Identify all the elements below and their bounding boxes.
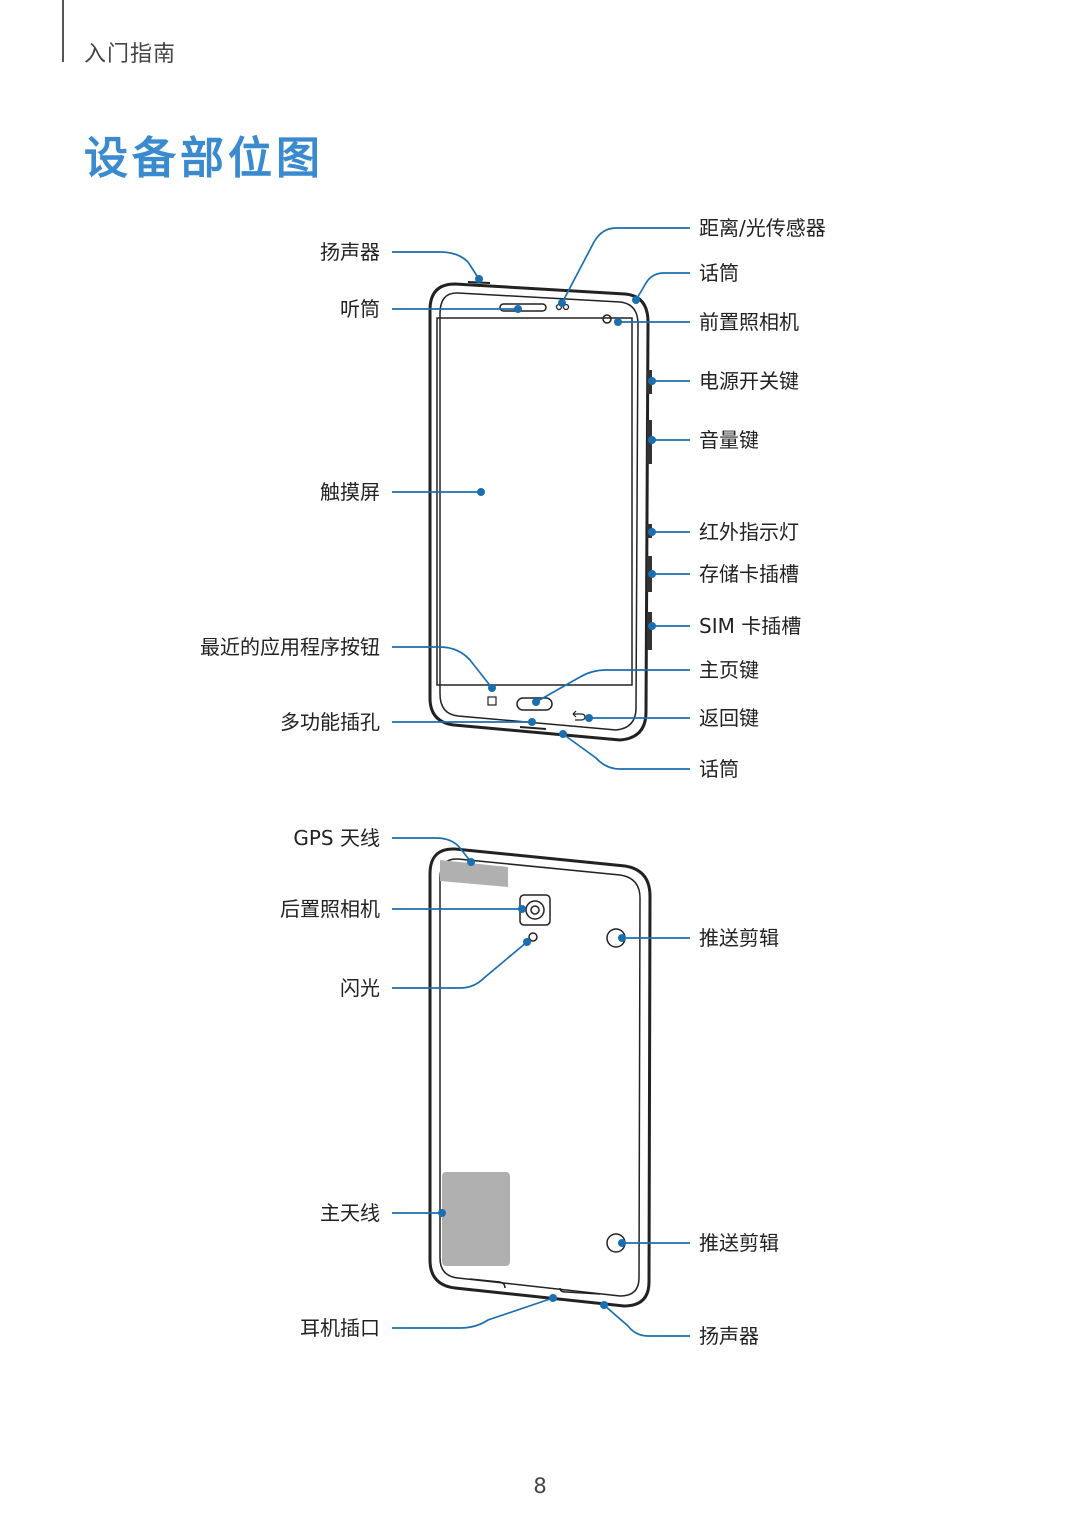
front-screen [436,317,633,686]
label-microphone-bottom: 话筒 [699,757,739,781]
page-title: 设备部位图 [84,133,324,184]
label-earpiece: 听筒 [340,297,380,321]
label-recent-apps-button: 最近的应用程序按钮 [200,635,380,659]
back-callouts [392,837,690,1337]
label-power-key: 电源开关键 [699,369,799,393]
label-flash: 闪光 [340,976,380,1000]
front-device [428,281,652,742]
label-rear-speaker: 扬声器 [699,1324,759,1348]
front-callouts [392,227,690,770]
label-microphone-top: 话筒 [699,261,739,285]
label-memory-card-slot: 存储卡插槽 [699,562,799,586]
label-multipurpose-jack: 多功能插孔 [280,710,380,734]
label-main-antenna: 主天线 [320,1201,380,1225]
label-volume-key: 音量键 [699,428,759,452]
header-edge-line [62,0,64,62]
back-device [428,847,652,1308]
label-back-key: 返回键 [699,706,759,730]
label-proximity-light-sensor: 距离/光传感器 [699,216,826,240]
label-touchscreen: 触摸屏 [320,480,380,504]
label-headset-jack: 耳机插口 [300,1316,380,1340]
label-home-key: 主页键 [699,658,759,682]
label-ir-led: 红外指示灯 [699,520,799,544]
section-header: 入门指南 [84,42,177,67]
label-sim-card-slot: SIM 卡插槽 [699,614,802,638]
label-rear-camera: 后置照相机 [280,897,380,921]
label-cover-clip-bottom: 推送剪辑 [699,1231,779,1255]
label-front-camera: 前置照相机 [699,310,799,334]
front-camera-lens [602,314,612,324]
label-speaker: 扬声器 [320,240,380,264]
flash-shape [528,932,538,942]
page-number: 8 [533,1474,547,1498]
gps-antenna-area [440,860,508,887]
label-cover-clip-top: 推送剪辑 [699,926,779,950]
earpiece-grille [499,303,547,312]
label-gps-antenna: GPS 天线 [293,826,380,850]
main-antenna-area [442,1172,510,1266]
